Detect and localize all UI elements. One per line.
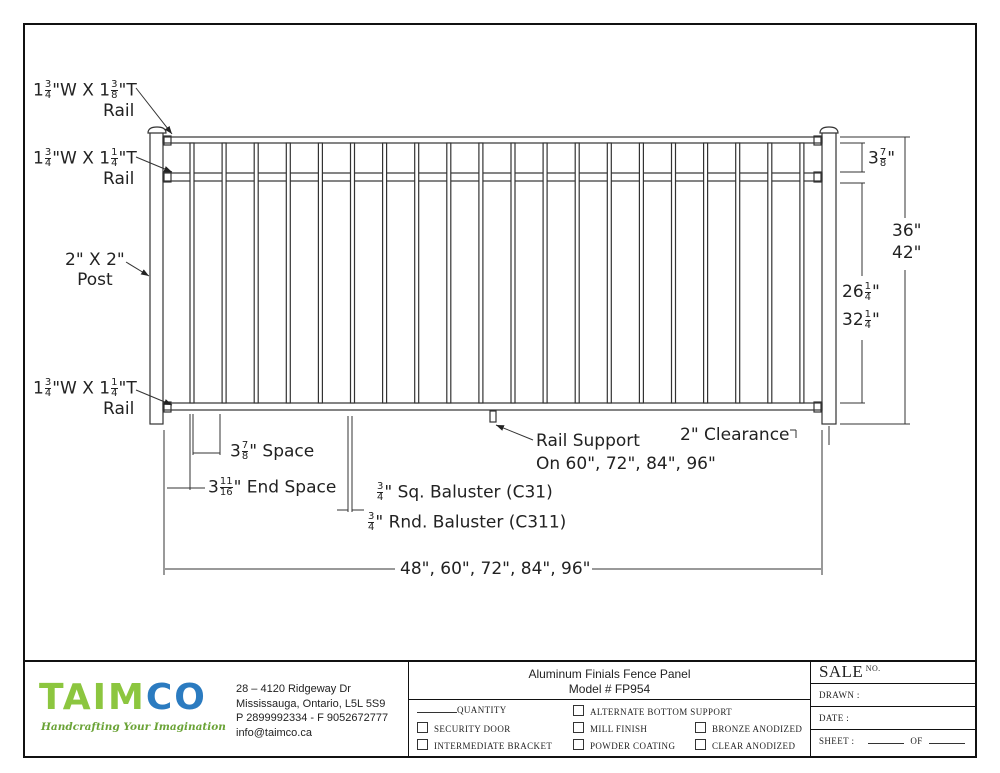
date-field[interactable]: DATE : (811, 707, 975, 730)
top-rail (162, 136, 823, 144)
company-cell: TAIMCO Handcrafting Your Imagination 28 … (23, 662, 409, 758)
baluster (285, 142, 291, 404)
option-bronze-anodized[interactable]: BRONZE ANODIZED (695, 722, 802, 734)
company-address: 28 – 4120 Ridgeway Dr Mississauga, Ontar… (236, 682, 388, 740)
baluster (349, 142, 356, 404)
rail-brackets (163, 135, 822, 413)
panel-widths-label: 48", 60", 72", 84", 96" (400, 559, 591, 579)
sheet-border (23, 23, 977, 758)
logo-tagline: Handcrafting Your Imagination (41, 721, 226, 733)
baluster (799, 142, 805, 404)
leader-lines (125, 87, 534, 441)
total-height-dimension: 36"42" (892, 221, 922, 263)
fence-drawing (125, 87, 910, 575)
drawn-field[interactable]: DRAWN : (811, 684, 975, 707)
baluster (510, 142, 516, 404)
option-mill-finish[interactable]: MILL FINISH (573, 722, 647, 734)
option-alternate-bottom-support[interactable]: ALTERNATE BOTTOM SUPPORT (573, 705, 732, 717)
baluster (446, 142, 452, 404)
baluster (606, 142, 612, 404)
baluster (478, 142, 484, 404)
baluster (382, 142, 388, 404)
drawing-title: Aluminum Finials Fence Panel (528, 667, 691, 681)
option-security-door[interactable]: SECURITY DOOR (417, 722, 511, 734)
baluster (638, 142, 645, 404)
rail-support (489, 410, 497, 423)
options-cell: QUANTITY SECURITY DOOR INTERMEDIATE BRAC… (409, 700, 811, 758)
option-intermediate-bracket[interactable]: INTERMEDIATE BRACKET (417, 739, 552, 751)
title-block: TAIMCO Handcrafting Your Imagination 28 … (23, 660, 977, 760)
baluster (702, 142, 709, 404)
baluster (317, 142, 323, 404)
baluster (735, 142, 741, 404)
baluster (221, 142, 227, 404)
sale-number-field[interactable]: SALE NO. (811, 662, 975, 684)
right-post (819, 126, 839, 425)
bottom-rail (162, 402, 823, 411)
left-post (147, 126, 167, 425)
baluster (542, 142, 548, 404)
baluster (574, 142, 580, 404)
quantity-field[interactable]: QUANTITY (417, 705, 507, 715)
email: info@taimco.ca (236, 726, 312, 739)
sheet-field[interactable]: SHEET :OF (811, 730, 975, 752)
baluster (670, 142, 677, 404)
address-line: Mississauga, Ontario, L5L 5S9 (236, 697, 386, 710)
post-label: 2" X 2"Post (65, 250, 125, 290)
drawing-title-cell: Aluminum Finials Fence Panel Model # FP9… (409, 662, 811, 700)
model-number: Model # FP954 (568, 682, 651, 696)
option-powder-coating[interactable]: POWDER COATING (573, 739, 675, 751)
phone-fax: P 2899992334 - F 9052672777 (236, 712, 389, 724)
dimension-lines (163, 136, 910, 575)
middle-rail (162, 172, 823, 182)
taimco-logo: TAIMCO (39, 677, 207, 718)
address-line: 28 – 4120 Ridgeway Dr (236, 683, 351, 695)
baluster (414, 142, 420, 404)
baluster (253, 142, 259, 404)
sale-info-cell: SALE NO. DRAWN : DATE : SHEET :OF (811, 662, 975, 758)
option-clear-anodized[interactable]: CLEAR ANODIZED (695, 739, 795, 751)
baluster (189, 142, 195, 404)
baluster (767, 142, 773, 404)
clearance-label: 2" Clearance (680, 425, 790, 445)
